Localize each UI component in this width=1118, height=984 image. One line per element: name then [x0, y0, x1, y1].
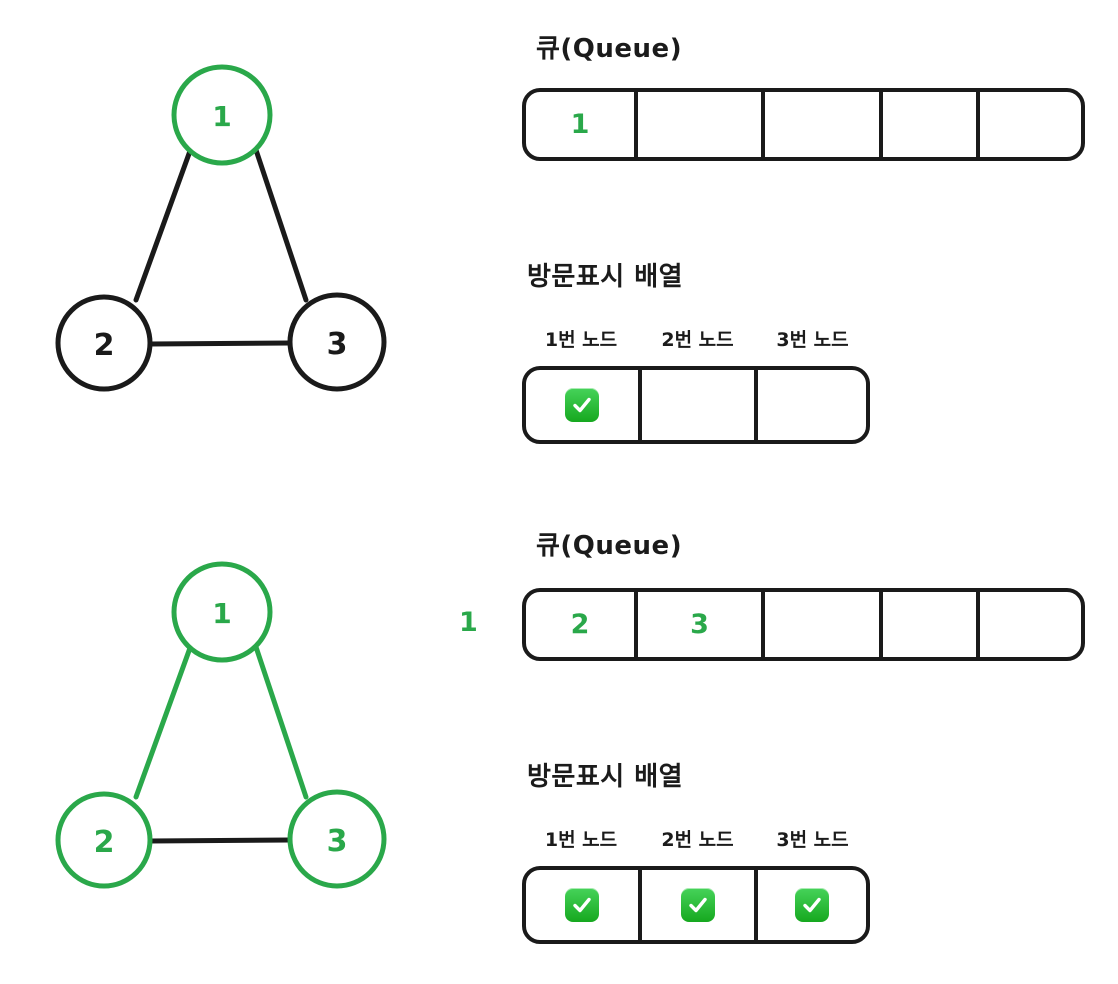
visited-cell-1[interactable] [642, 370, 758, 440]
edge-1-3 [253, 644, 309, 800]
visited-column-label-0: 1번 노드 [544, 329, 618, 351]
visited-cell-2[interactable] [758, 870, 866, 940]
check-icon [565, 888, 599, 922]
queue-cell-2[interactable] [765, 592, 883, 657]
queue-cell-2[interactable] [765, 92, 883, 157]
graph-node-3-label: 3 [327, 327, 348, 362]
visited-cell-2[interactable] [758, 370, 866, 440]
queue-cell-3[interactable] [883, 592, 980, 657]
queue-cell-1[interactable]: 3 [638, 592, 765, 657]
check-icon [565, 388, 599, 422]
visited-column-label-1: 2번 노드 [661, 329, 734, 351]
visited-column-label-2: 3번 노드 [776, 329, 849, 351]
queue-cell-3[interactable] [883, 92, 980, 157]
queue-cell-1[interactable] [638, 92, 765, 157]
graph-node-2-label: 2 [94, 328, 115, 363]
visited-column-label-2: 3번 노드 [776, 829, 849, 851]
graph-node-1-label: 1 [212, 100, 231, 133]
queue-title-step-1: 큐(Queue) [536, 34, 683, 64]
graph-node-3[interactable] [287, 789, 387, 889]
visited-cell-0[interactable] [526, 370, 642, 440]
queue-cell-0-value: 1 [570, 109, 590, 140]
queue-box-step-2: 2 3 [522, 588, 1085, 661]
graph-svg-step-1: 1 2 3 [55, 64, 387, 392]
visited-box-step-1 [522, 366, 870, 444]
queue-cell-0[interactable]: 2 [526, 592, 638, 657]
graph-panel-step-1: 1 2 3 [0, 0, 440, 440]
visited-column-label-1: 2번 노드 [661, 829, 734, 851]
graph-node-1[interactable] [171, 561, 273, 663]
dequeued-node-step-2: 1 [459, 607, 478, 638]
queue-title-step-2: 큐(Queue) [536, 531, 683, 561]
edge-2-3 [147, 340, 293, 347]
visited-cell-1[interactable] [642, 870, 758, 940]
edge-1-2 [133, 645, 193, 800]
graph-node-2-label: 2 [94, 825, 115, 860]
visited-box-step-2 [522, 866, 870, 944]
visited-cell-0[interactable] [526, 870, 642, 940]
graph-node-3[interactable] [287, 292, 387, 392]
queue-cell-1-value: 3 [690, 609, 709, 640]
queue-box-step-1: 1 [522, 88, 1085, 161]
check-icon [795, 888, 829, 922]
graph-node-2[interactable] [55, 294, 153, 392]
edge-2-3 [147, 837, 293, 844]
graph-node-2[interactable] [55, 791, 153, 889]
visited-column-labels-step-1: 1번 노드 2번 노드 3번 노드 [522, 325, 870, 352]
graph-svg-step-2: 1 2 3 [55, 561, 387, 889]
graph-panel-step-2: 1 2 3 [0, 497, 440, 937]
visited-title-step-2: 방문표시 배열 [527, 762, 684, 792]
visited-title-step-1: 방문표시 배열 [527, 262, 684, 292]
check-icon [681, 888, 715, 922]
visited-column-label-0: 1번 노드 [544, 829, 618, 851]
edge-1-2 [133, 148, 193, 303]
graph-node-1-label: 1 [212, 597, 231, 630]
graph-node-3-label: 3 [327, 824, 348, 859]
queue-cell-0[interactable]: 1 [526, 92, 638, 157]
queue-cell-4[interactable] [980, 592, 1081, 657]
edge-1-3 [253, 147, 309, 303]
graph-node-1[interactable] [171, 64, 273, 166]
queue-cell-4[interactable] [980, 92, 1081, 157]
queue-cell-0-value: 2 [570, 609, 590, 640]
visited-column-labels-step-2: 1번 노드 2번 노드 3번 노드 [522, 825, 870, 852]
